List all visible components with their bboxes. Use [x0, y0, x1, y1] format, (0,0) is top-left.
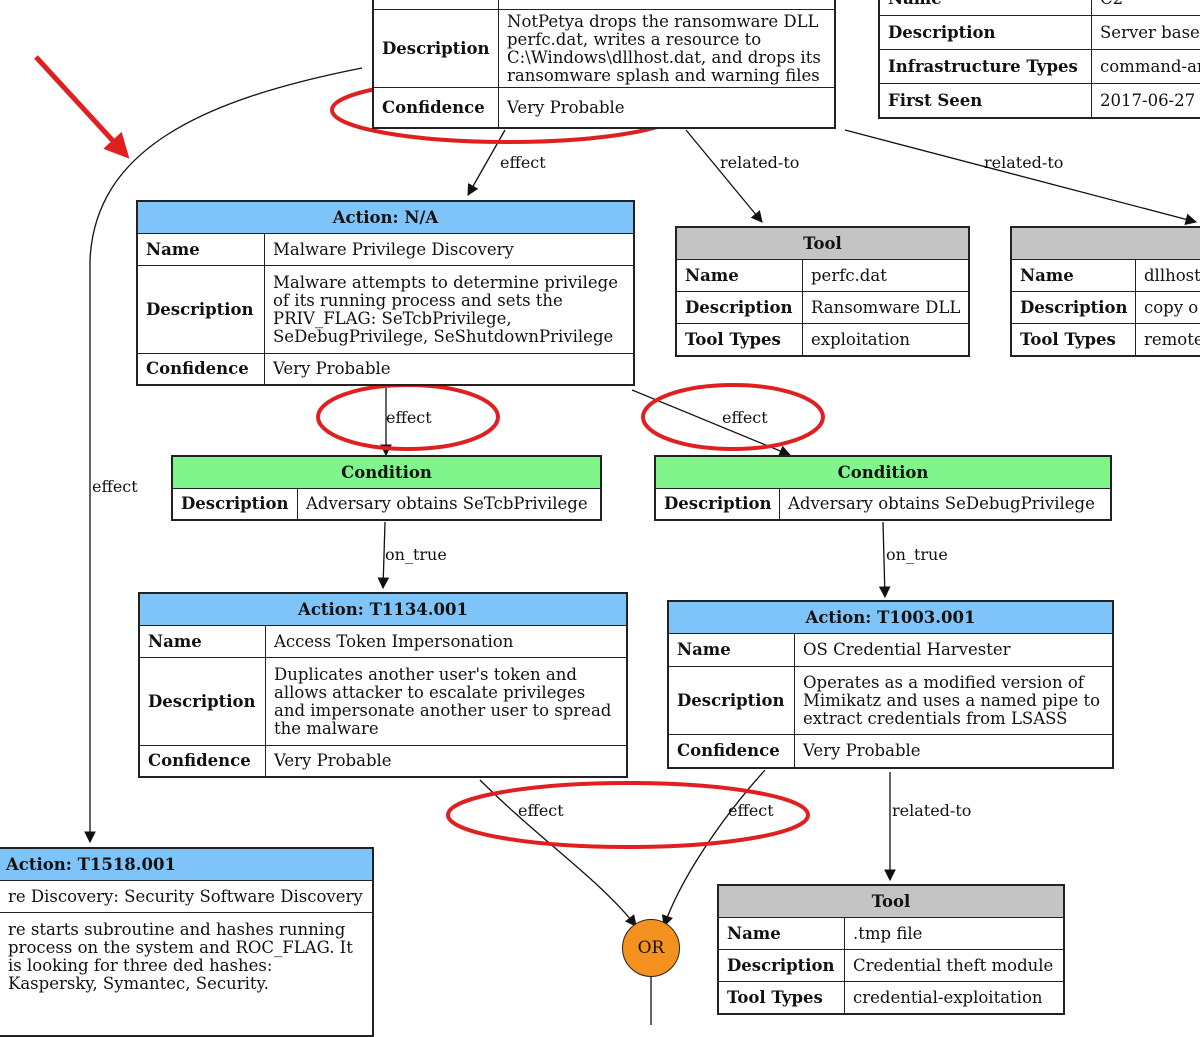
infrastructure-types-label: Infrastructure Types: [880, 50, 1092, 84]
edge-related-to-perfc: [686, 130, 762, 222]
confidence-value: Very Probable: [265, 354, 634, 385]
node-header: Tool: [677, 228, 969, 260]
node-condition-tcb[interactable]: Condition Description Adversary obtains …: [171, 455, 602, 521]
confidence-value: Very Probable: [795, 735, 1113, 768]
confidence-label: Confidence: [138, 354, 265, 385]
confidence-value: Very Probable: [266, 746, 627, 777]
or-gate-label: OR: [638, 938, 665, 958]
edge-label-effect: effect: [92, 477, 138, 496]
name-label: Name: [138, 234, 265, 266]
edge-label-on-true: on_true: [385, 545, 447, 564]
confidence-label: Confidence: [140, 746, 266, 777]
description-value: NotPetya drops the ransomware DLL perfc.…: [499, 10, 835, 88]
edge-label-related-to: related-to: [984, 153, 1063, 172]
node-header: [1012, 228, 1200, 260]
name-value: .tmp file: [845, 918, 1064, 950]
confidence-label: Confidence: [669, 735, 795, 768]
description-value: Server base: [1092, 16, 1200, 50]
edge-label-related-to: related-to: [892, 801, 971, 820]
name-value: C2: [1092, 0, 1200, 16]
node-condition-debug[interactable]: Condition Description Adversary obtains …: [654, 455, 1112, 521]
tool-types-label: Tool Types: [1012, 324, 1136, 356]
node-header: Action: N/A: [138, 202, 634, 234]
name-value: Access Token Impersonation: [266, 626, 627, 658]
edge-label-effect: effect: [386, 408, 432, 427]
node-tool-tmp[interactable]: Tool Name .tmp file Description Credenti…: [717, 884, 1065, 1015]
tool-types-value: exploitation: [803, 324, 969, 356]
node-tool-perfc[interactable]: Tool Name perfc.dat Description Ransomwa…: [675, 226, 970, 357]
name-label: Name: [880, 0, 1092, 16]
description-value: Adversary obtains SeDebugPrivilege: [780, 489, 1111, 520]
description-value: Adversary obtains SeTcbPrivilege: [298, 489, 601, 520]
description-label: Description: [138, 266, 265, 354]
description-label: Description: [719, 950, 845, 982]
description-value: Operates as a modified version of Mimika…: [795, 667, 1113, 735]
description-value: Malware attempts to determine privilege …: [265, 266, 634, 354]
description-value: Duplicates another user's token and allo…: [266, 658, 627, 746]
first-seen-label: First Seen: [880, 84, 1092, 118]
description-label: Description: [880, 16, 1092, 50]
node-header: Action: T1518.001: [0, 849, 373, 881]
edge-on-true-to-t1003: [883, 522, 885, 597]
tool-types-label: Tool Types: [677, 324, 803, 356]
description-value: re starts subroutine and hashes running …: [0, 913, 373, 1036]
tool-types-label: Tool Types: [719, 982, 845, 1014]
edge-label-related-to: related-to: [720, 153, 799, 172]
description-label: Description: [677, 292, 803, 324]
edge-label-effect: effect: [722, 408, 768, 427]
name-label: Name: [719, 918, 845, 950]
name-label: Name: [677, 260, 803, 292]
node-header: Action: T1003.001: [669, 602, 1113, 634]
node-top-action[interactable]: Description NotPetya drops the ransomwar…: [372, 0, 836, 129]
description-label: Description: [669, 667, 795, 735]
node-header: Tool: [719, 886, 1064, 918]
node-header: Condition: [173, 457, 601, 489]
tool-types-value: remote: [1136, 324, 1200, 356]
edge-label-effect: effect: [518, 801, 564, 820]
node-header: Action: T1134.001: [140, 594, 627, 626]
edge-label-effect: effect: [500, 153, 546, 172]
tool-types-value: credential-exploitation: [845, 982, 1064, 1014]
name-value: Malware Privilege Discovery: [265, 234, 634, 266]
infrastructure-types-value: command-an: [1092, 50, 1200, 84]
description-label: Description: [1012, 292, 1136, 324]
description-label: Description: [140, 658, 266, 746]
name-label: Name: [1012, 260, 1136, 292]
node-action-t1518[interactable]: Action: T1518.001 re Discovery: Security…: [0, 847, 374, 1037]
description-value: Credential theft module: [845, 950, 1064, 982]
name-value: perfc.dat: [803, 260, 969, 292]
node-header: Condition: [656, 457, 1111, 489]
description-label: Description: [374, 10, 499, 88]
node-action-na[interactable]: Action: N/A Name Malware Privilege Disco…: [136, 200, 635, 386]
name-value: dllhost: [1136, 260, 1200, 292]
confidence-label: Confidence: [374, 88, 499, 128]
first-seen-value: 2017-06-27: [1092, 84, 1200, 118]
edge-related-to-dllhost: [845, 130, 1196, 222]
highlight-arrow: [36, 57, 126, 155]
confidence-value: Very Probable: [499, 88, 835, 128]
description-value: Ransomware DLL: [803, 292, 969, 324]
name-label: Name: [140, 626, 266, 658]
node-action-t1003[interactable]: Action: T1003.001 Name OS Credential Har…: [667, 600, 1114, 769]
name-value: OS Credential Harvester: [795, 634, 1113, 667]
or-gate-node[interactable]: OR: [622, 919, 680, 977]
edge-label-on-true: on_true: [886, 545, 948, 564]
description-value: copy o: [1136, 292, 1200, 324]
description-label: Description: [173, 489, 298, 520]
description-label: Description: [656, 489, 780, 520]
node-infrastructure[interactable]: Name C2 Description Server base Infrastr…: [878, 0, 1200, 119]
node-action-t1134[interactable]: Action: T1134.001 Name Access Token Impe…: [138, 592, 628, 778]
name-label: Name: [669, 634, 795, 667]
node-tool-dllhost[interactable]: Name dllhost Description copy o Tool Typ…: [1010, 226, 1200, 357]
name-value: re Discovery: Security Software Discover…: [0, 881, 373, 913]
edge-label-effect: effect: [728, 801, 774, 820]
